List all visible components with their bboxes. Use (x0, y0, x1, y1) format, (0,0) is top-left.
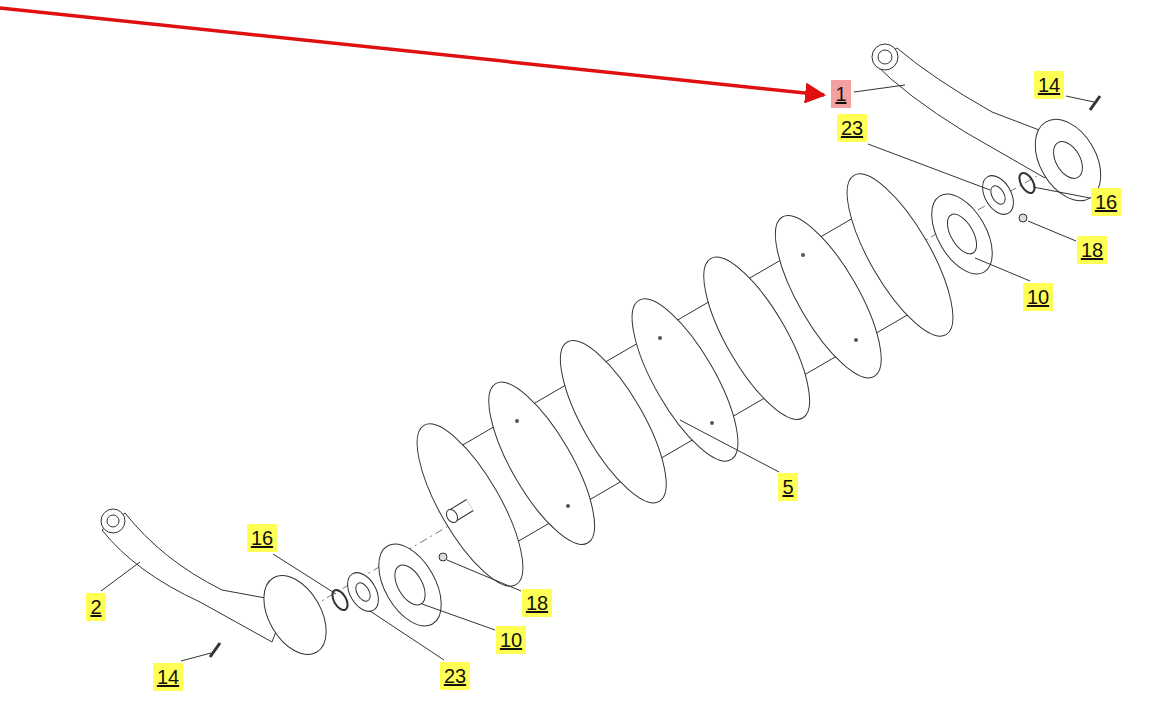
bolt (210, 643, 220, 657)
drum (442, 207, 928, 553)
callout-number: 16 (247, 524, 277, 552)
callout-number: 1 (831, 80, 850, 108)
callout-number: 10 (496, 626, 526, 654)
callout-number: 14 (153, 663, 183, 691)
arm (873, 48, 1060, 178)
callout-number: 23 (440, 662, 470, 690)
grease-nipple (1019, 214, 1027, 222)
callout-number: 23 (837, 114, 867, 142)
bolt (1090, 96, 1100, 110)
leader-lines (101, 85, 1094, 661)
callout-number: 18 (522, 589, 552, 617)
drum-flanges (398, 160, 972, 599)
grease-nipple (439, 553, 447, 561)
callout-number: 2 (86, 593, 105, 621)
callout-number: 14 (1034, 71, 1064, 99)
bearing (341, 567, 385, 616)
callout-number: 5 (778, 473, 797, 501)
callout-number: 18 (1077, 236, 1107, 264)
pointer-arrow (0, 8, 824, 95)
circlip (1016, 170, 1037, 195)
callout-number: 10 (1023, 283, 1053, 311)
arm (102, 513, 287, 642)
hub (366, 534, 454, 637)
callout-number: 16 (1091, 188, 1121, 216)
bearing (976, 170, 1020, 219)
